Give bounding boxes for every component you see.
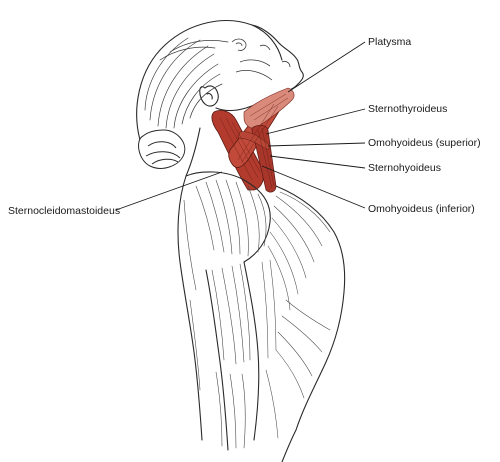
label-sternothyroideus: Sternothyroideus bbox=[368, 103, 448, 115]
chest-muscle-striations bbox=[261, 191, 331, 439]
label-sternocleidomastoideus: Sternocleidomastoideus bbox=[8, 205, 121, 217]
leader-omohyoideus-inferior bbox=[261, 165, 366, 209]
leader-lines bbox=[115, 41, 366, 211]
leader-omohyoideus-superior bbox=[267, 142, 366, 147]
leader-sternothyroideus bbox=[265, 108, 366, 135]
leader-platysma bbox=[287, 41, 366, 93]
face-details bbox=[231, 38, 291, 81]
hair-bun bbox=[138, 129, 186, 169]
label-platysma: Platysma bbox=[368, 36, 412, 48]
label-omohyoideus-superior: Omohyoideus (superior) bbox=[368, 137, 481, 149]
omohyoid-muscle bbox=[237, 131, 271, 151]
neck-muscles bbox=[211, 87, 295, 193]
label-omohyoideus-inferior: Omohyoideus (inferior) bbox=[368, 203, 475, 215]
leader-sternohyoideus bbox=[269, 155, 366, 169]
hair-strands bbox=[144, 37, 229, 129]
leader-sternocleidomastoideus bbox=[115, 171, 223, 211]
arm-muscle-striations bbox=[183, 179, 267, 449]
torso-outline bbox=[177, 127, 346, 462]
label-sternohyoideus: Sternohyoideus bbox=[368, 162, 441, 174]
